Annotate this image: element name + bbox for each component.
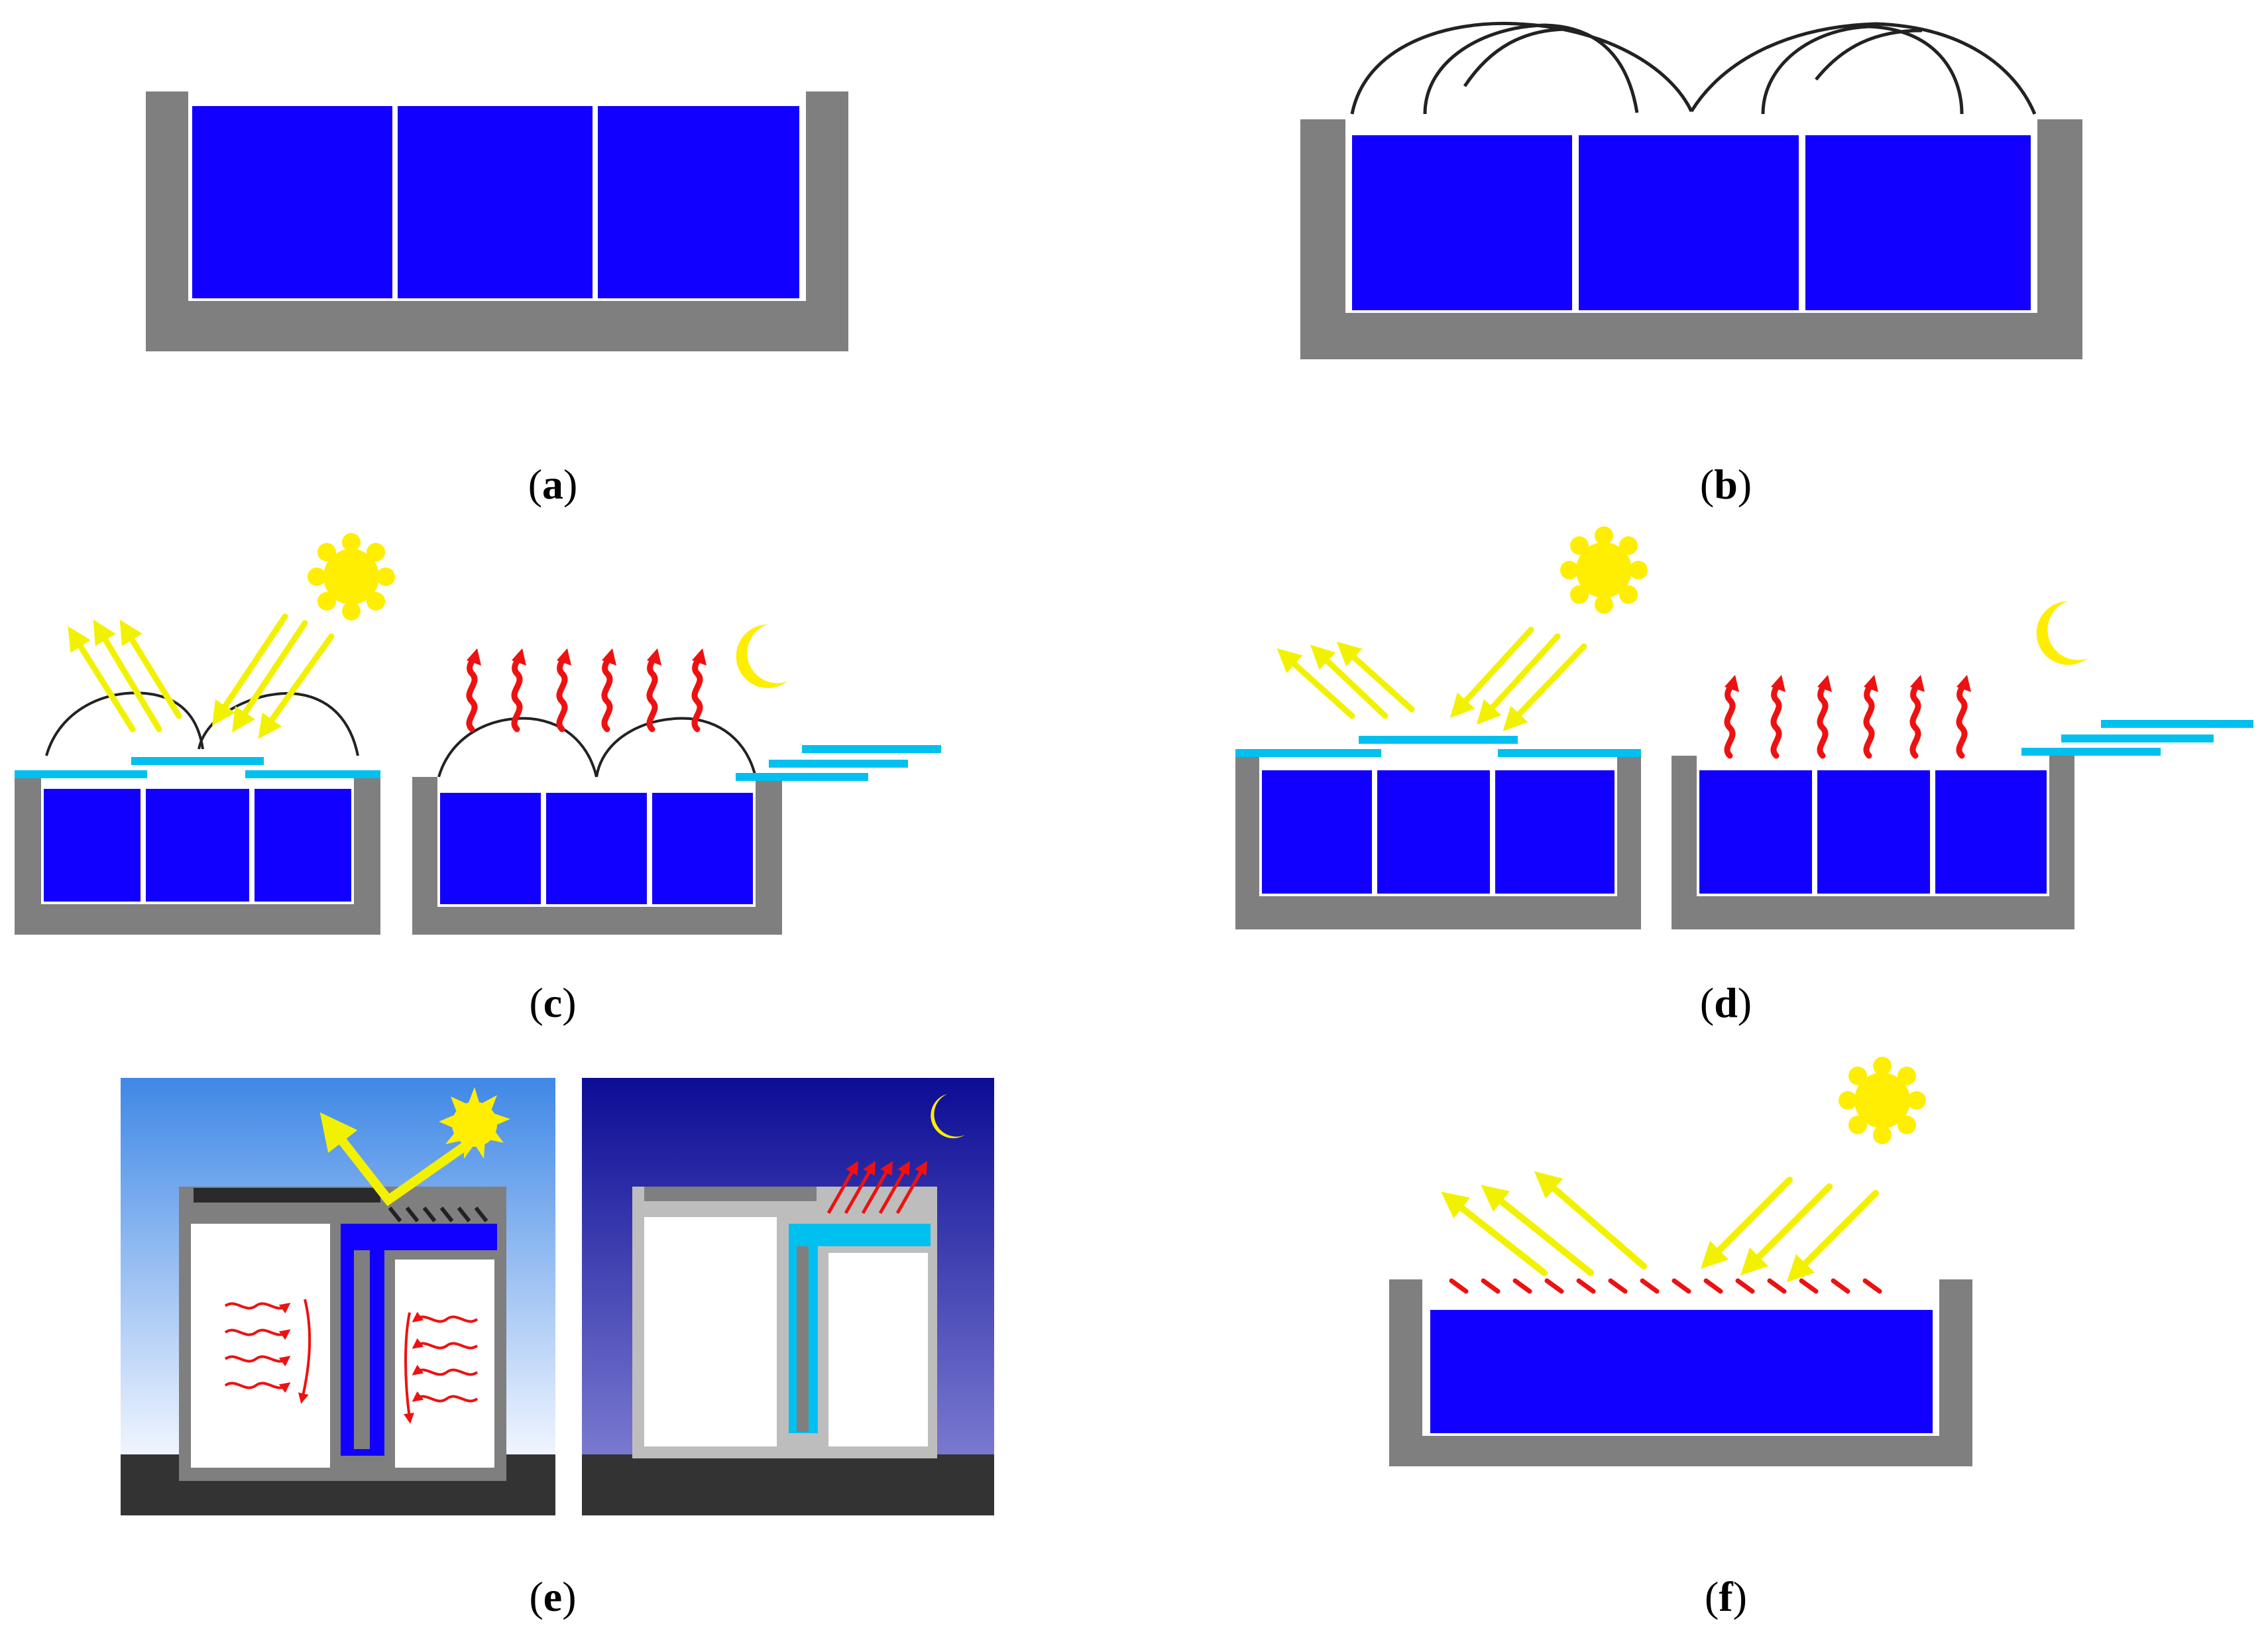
water-bag bbox=[255, 789, 351, 902]
stacked-cover-panels bbox=[736, 745, 941, 781]
water-bag bbox=[1579, 135, 1799, 310]
panel-label-b: (b) bbox=[1700, 461, 1752, 508]
panel-c bbox=[15, 533, 941, 935]
water-bag bbox=[1352, 135, 1572, 310]
water-bag bbox=[44, 789, 141, 902]
panel-e bbox=[121, 1078, 994, 1515]
panel-f bbox=[1389, 1057, 1972, 1466]
louvers bbox=[388, 1206, 488, 1222]
sun-icon bbox=[1839, 1057, 1926, 1144]
sun-icon bbox=[1560, 526, 1648, 614]
building-day bbox=[179, 1187, 506, 1481]
moon-icon bbox=[2036, 601, 2088, 665]
panel-label-e: (e) bbox=[529, 1573, 576, 1620]
insulation-arches bbox=[437, 717, 757, 778]
heat-radiation bbox=[826, 1161, 927, 1214]
water-bag bbox=[1699, 770, 1812, 894]
heat-radiation bbox=[467, 648, 707, 729]
ground bbox=[582, 1454, 994, 1515]
water-bag bbox=[1817, 770, 1930, 894]
solar-rays bbox=[1441, 1171, 1879, 1283]
panel-label-a: (a) bbox=[528, 461, 578, 508]
solar-rays bbox=[1276, 626, 1587, 732]
cover-panel bbox=[1498, 749, 1641, 757]
panel-d bbox=[1235, 526, 2253, 929]
solar-rays bbox=[68, 613, 335, 739]
water-bag bbox=[192, 106, 392, 298]
water-bag bbox=[1262, 770, 1372, 894]
water-bag bbox=[546, 793, 647, 904]
heat-radiation bbox=[1725, 675, 1971, 756]
panel-b bbox=[1300, 21, 2082, 359]
water-bag bbox=[652, 793, 753, 904]
water-bag bbox=[1935, 770, 2047, 894]
cover-panel bbox=[131, 757, 264, 765]
insulation-arches bbox=[45, 691, 359, 756]
panel-a bbox=[146, 91, 848, 351]
water-bag bbox=[598, 106, 799, 298]
moon-icon bbox=[736, 624, 787, 688]
cover-panel bbox=[15, 770, 147, 778]
water-bag bbox=[1805, 135, 2031, 310]
building-night bbox=[632, 1187, 937, 1458]
stacked-cover-panels bbox=[2021, 720, 2253, 756]
water bbox=[1430, 1310, 1933, 1433]
water-bag bbox=[146, 789, 249, 902]
roof-shutter bbox=[194, 1188, 380, 1203]
water-bag bbox=[1377, 770, 1490, 894]
heat-flow-arrows bbox=[224, 1299, 479, 1424]
water-bag bbox=[440, 793, 541, 904]
evaporation-marks bbox=[1449, 1278, 1882, 1294]
panel-label-d: (d) bbox=[1700, 979, 1752, 1026]
panel-label-c: (c) bbox=[529, 979, 576, 1026]
cover-panel bbox=[1235, 749, 1381, 757]
sun-icon bbox=[308, 533, 395, 620]
sun-icon bbox=[439, 1087, 510, 1159]
reflected-ray bbox=[319, 1112, 469, 1206]
water-bag bbox=[398, 106, 593, 298]
water-bag bbox=[1495, 770, 1615, 894]
panel-label-f: (f) bbox=[1705, 1573, 1747, 1620]
cover-panel bbox=[245, 770, 380, 778]
movable-insulation-arches bbox=[1350, 21, 2037, 115]
cover-panel bbox=[1359, 736, 1518, 744]
roof-shutter bbox=[644, 1187, 817, 1201]
